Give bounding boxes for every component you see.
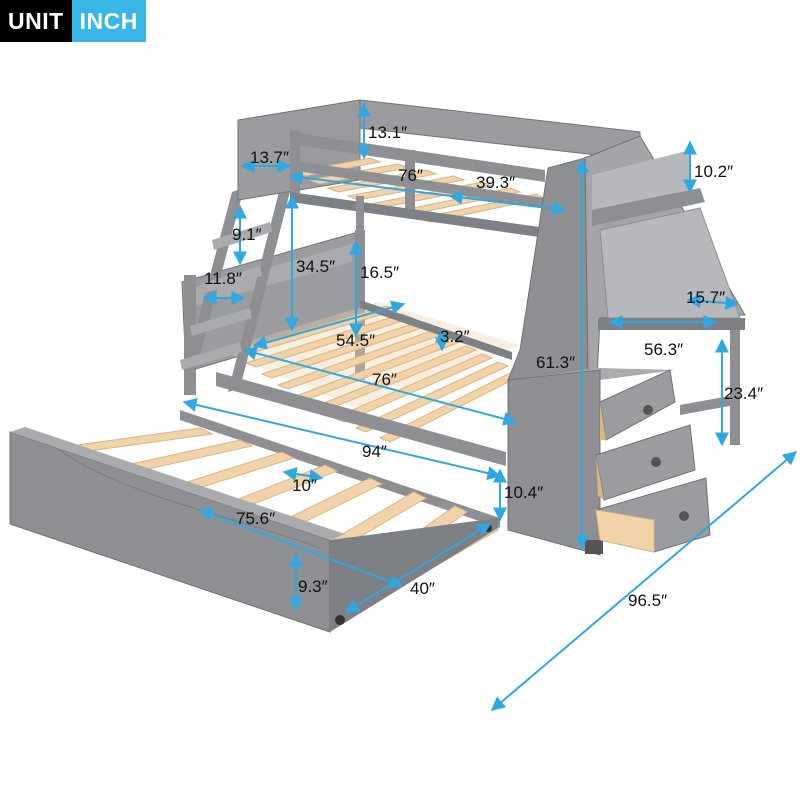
- dim-total-height: 61.3″: [536, 353, 575, 372]
- drawers: [595, 369, 711, 553]
- dim-trundle-height: 9.3″: [298, 577, 328, 596]
- dim-ladder-step-width: 11.8″: [204, 269, 242, 288]
- dim-under-bunk-clearance: 34.5″: [296, 257, 335, 276]
- dim-lower-length: 76″: [372, 370, 397, 389]
- dim-guard-rail-height: 13.1″: [368, 123, 407, 142]
- unit-badge: UNIT INCH: [0, 0, 146, 42]
- dim-trundle-slat-gap: 10″: [292, 476, 317, 495]
- dimension-labels: 13.1″ 13.7″ 76″ 39.3″ 10.2″ 9.1″ 11.8″ 3…: [204, 123, 763, 610]
- dim-lower-width: 54.5″: [336, 331, 375, 350]
- dim-trundle-length: 75.6″: [236, 509, 275, 528]
- dim-desk-length: 56.3″: [644, 340, 683, 359]
- dim-desk-depth: 15.7″: [686, 288, 725, 307]
- dim-ladder-step-gap: 9.1″: [232, 225, 262, 244]
- dim-shelf-height: 10.2″: [694, 162, 733, 181]
- inch-label: INCH: [71, 0, 146, 42]
- unit-label: UNIT: [0, 0, 72, 42]
- dim-total-width: 96.5″: [628, 591, 667, 610]
- ladder: [180, 176, 294, 392]
- dim-desk-height: 23.4″: [724, 384, 763, 403]
- dimension-arrows: [182, 102, 798, 711]
- dim-slat-gap: 3.2″: [440, 327, 470, 346]
- dim-trundle-width: 40″: [410, 579, 435, 598]
- dim-upper-length: 76″: [398, 166, 423, 185]
- dim-upper-rail-height: 13.7″: [250, 148, 289, 167]
- storage-tower: [507, 135, 746, 556]
- dim-total-length: 94″: [362, 442, 387, 461]
- dim-trundle-clearance: 10.4″: [504, 483, 543, 502]
- dim-upper-width: 39.3″: [476, 173, 515, 192]
- dim-lower-rail-height: 16.5″: [360, 263, 399, 282]
